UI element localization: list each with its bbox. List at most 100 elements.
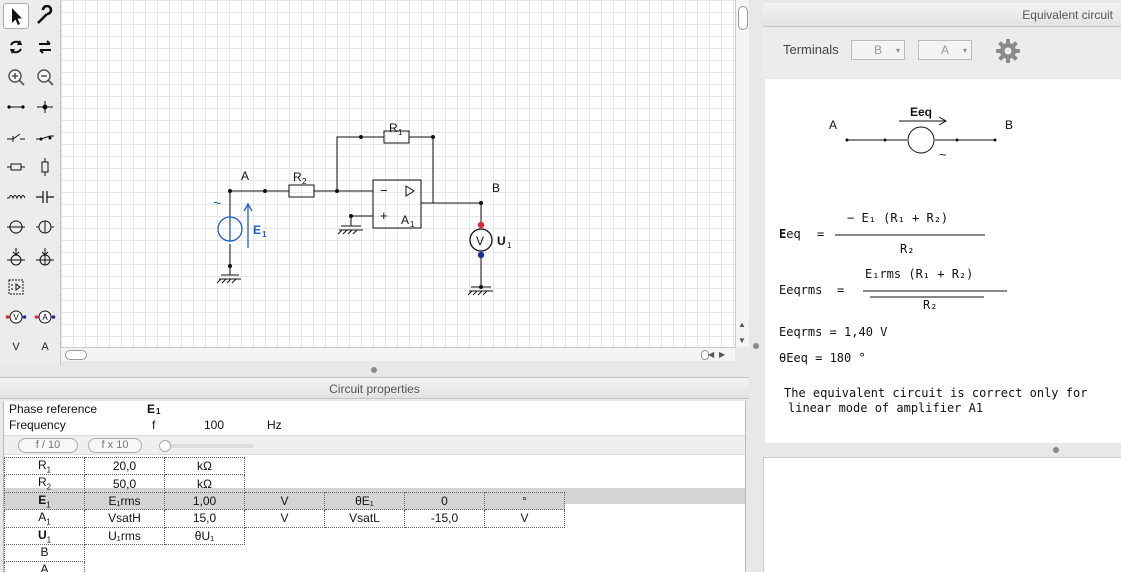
terminal-1-value: B — [874, 43, 883, 57]
frequency-div10-button[interactable]: f / 10 — [18, 438, 78, 453]
terminal-1-select[interactable]: B ▾ — [851, 40, 905, 60]
opamp-tool[interactable] — [3, 274, 29, 300]
inductor-tool[interactable] — [3, 184, 29, 210]
property-cell[interactable]: V — [244, 491, 325, 511]
property-cell[interactable]: V — [244, 509, 325, 528]
property-cell[interactable]: U₁rms — [84, 526, 165, 545]
result-eeqrms: Eeqrms = 1,40 V — [779, 325, 888, 339]
voltage-source-h-tool[interactable] — [3, 214, 29, 240]
component-name-cell[interactable]: R2 — [4, 474, 85, 493]
ground-current-tool[interactable] — [32, 244, 58, 270]
voltage-label-tool[interactable]: V — [3, 334, 29, 360]
resistor-h-tool[interactable] — [3, 154, 29, 180]
canvas-horizontal-scrollbar[interactable] — [61, 347, 735, 361]
property-cell[interactable]: 20,0 — [84, 456, 165, 476]
validity-note-line-1: The equivalent circuit is correct only f… — [784, 386, 1088, 400]
table-row[interactable]: B — [4, 543, 565, 563]
scroll-left-arrow-icon[interactable]: ◀ — [708, 350, 715, 359]
property-cell[interactable]: kΩ — [164, 456, 245, 476]
component-name-cell[interactable]: A — [4, 561, 85, 572]
component-name: U — [37, 527, 47, 542]
right-splitter-handle[interactable] — [1053, 447, 1059, 453]
component-name-cell[interactable]: B — [4, 543, 85, 563]
label-e1: E — [253, 223, 261, 237]
component-name-cell[interactable]: E1 — [4, 491, 85, 511]
voltmeter-u1[interactable] — [469, 228, 493, 252]
voltmeter-tool[interactable]: V — [3, 304, 29, 330]
vertical-splitter-handle[interactable] — [753, 343, 759, 349]
resistor-v-tool[interactable] — [32, 154, 58, 180]
capacitor-tool[interactable] — [32, 184, 58, 210]
terminal-2-select[interactable]: A ▾ — [918, 40, 972, 60]
property-cell[interactable]: E₁rms — [84, 491, 165, 511]
table-row[interactable]: A — [4, 561, 565, 572]
zoom-in-tool[interactable] — [3, 64, 29, 90]
property-cell[interactable]: ° — [484, 491, 565, 511]
property-cell[interactable]: 0 — [404, 491, 485, 511]
component-name-cell[interactable]: R1 — [4, 456, 85, 476]
phase-reference-value[interactable]: E — [147, 402, 156, 416]
label-r1-sub: 1 — [398, 128, 403, 137]
switch-closed-icon — [36, 135, 54, 141]
ammeter-icon: A — [34, 310, 56, 324]
opamp-a1[interactable] — [372, 179, 422, 229]
ammeter-tool[interactable]: A — [32, 304, 58, 330]
ground-source-tool[interactable] — [3, 244, 29, 270]
horizontal-scroll-end[interactable] — [701, 350, 709, 360]
component-subscript: 1 — [46, 534, 52, 544]
switch-open-tool[interactable] — [3, 124, 29, 150]
flip-tool[interactable] — [32, 34, 58, 60]
formula-1-equals: = — [817, 227, 825, 241]
frequency-value[interactable]: 100 — [204, 418, 225, 432]
wire-segment-tool[interactable] — [3, 94, 29, 120]
property-cell[interactable]: VsatL — [324, 509, 405, 528]
scroll-down-arrow-icon[interactable]: ▼ — [738, 336, 746, 345]
vertical-scroll-thumb[interactable] — [738, 6, 748, 30]
settings-gear-icon[interactable] — [995, 38, 1021, 64]
current-source-tool[interactable] — [32, 214, 58, 240]
frequency-slider-knob[interactable] — [159, 440, 171, 452]
resistor-r2[interactable] — [288, 184, 315, 198]
eq-node-a: A — [829, 118, 837, 132]
component-name-cell[interactable]: U1 — [4, 526, 85, 545]
junction-tool[interactable] — [32, 94, 58, 120]
horizontal-scroll-thumb[interactable] — [65, 350, 87, 360]
property-cell[interactable]: V — [484, 509, 565, 528]
chevron-down-icon: ▾ — [962, 46, 967, 55]
canvas-vertical-scrollbar[interactable] — [735, 0, 749, 347]
schematic-canvas[interactable]: A B R 2 R 1 − + A 1 V U 1 ~ E 1 — [61, 0, 735, 347]
zoom-out-tool[interactable] — [32, 64, 58, 90]
component-name-cell[interactable]: A1 — [4, 509, 85, 528]
zoom-in-icon — [8, 69, 25, 86]
frequency-slider-track[interactable] — [162, 444, 254, 448]
property-cell[interactable]: 15,0 — [164, 509, 245, 528]
rotate-tool[interactable] — [3, 34, 29, 60]
scroll-right-arrow-icon[interactable]: ▶ — [719, 350, 726, 359]
property-cell[interactable]: kΩ — [164, 474, 245, 493]
resistor-r1[interactable] — [383, 130, 410, 144]
property-cell[interactable]: θE₁ — [324, 491, 405, 511]
select-tool[interactable] — [3, 3, 29, 29]
node-label-tool[interactable]: A — [32, 334, 58, 360]
property-cell[interactable]: 50,0 — [84, 474, 165, 493]
frequency-label: Frequency — [9, 418, 66, 432]
arrow-pointer-icon — [12, 8, 22, 25]
component-subscript: 2 — [46, 482, 52, 492]
property-cell[interactable]: θU₁ — [164, 526, 245, 545]
phase-reference-label: Phase reference — [9, 402, 98, 416]
property-cell[interactable]: -15,0 — [404, 509, 485, 528]
scroll-up-arrow-icon[interactable]: ▲ — [738, 320, 746, 329]
horizontal-splitter-handle[interactable] — [371, 367, 377, 373]
property-cell[interactable]: 1,00 — [164, 491, 245, 511]
label-r2: R — [293, 170, 302, 184]
equivalent-circuit-body: A B Eeq ~ Eeq = − E₁ (R₁ + R₂) R₂ Eeqrms… — [765, 79, 1121, 443]
switch-closed-tool[interactable] — [32, 124, 58, 150]
frequency-mul10-button[interactable]: f x 10 — [88, 438, 142, 453]
property-cell[interactable]: VsatH — [84, 509, 165, 528]
wire-tool[interactable] — [32, 3, 58, 29]
